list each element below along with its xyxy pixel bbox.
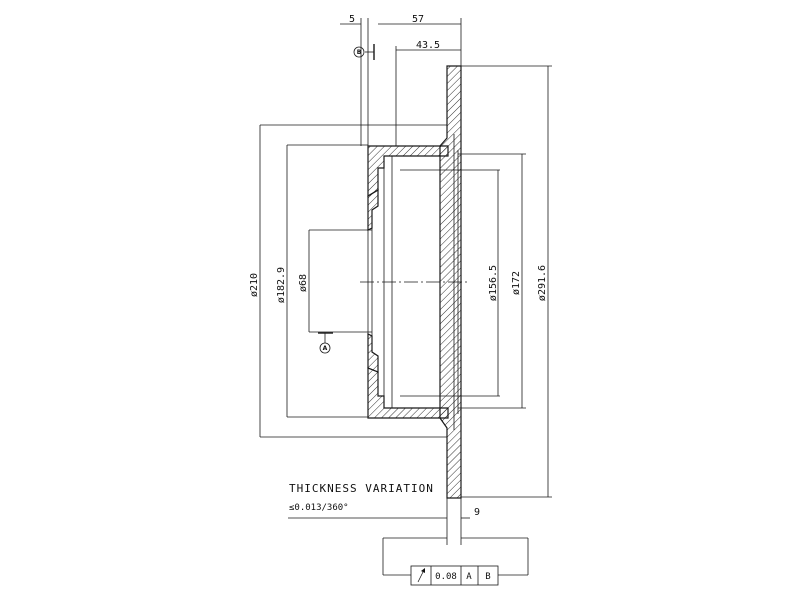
disc-cross-section <box>360 65 470 499</box>
thickness-dimension: 9 <box>288 498 480 545</box>
left-dimensions: ø210 ø182.9 ø68 A <box>249 124 447 438</box>
datum-a-label: A <box>323 345 328 352</box>
datum-a-circle <box>319 342 331 354</box>
dim-43-5: 43.5 <box>416 40 440 51</box>
note-value: ≤0.013/360° <box>289 503 349 513</box>
dim-dia-291-6: ø291.6 <box>537 265 548 301</box>
dim-57: 57 <box>412 14 424 25</box>
hat-bottom-wall <box>367 367 449 419</box>
runout-symbol-icon <box>417 568 425 583</box>
thickness-note: THICKNESS VARIATION ≤0.013/360° <box>289 482 434 513</box>
top-dimensions: 5 57 43.5 B <box>340 14 462 146</box>
dim-dia-210: ø210 <box>249 273 260 297</box>
tolerance-value: 0.08 <box>435 572 457 582</box>
note-title: THICKNESS VARIATION <box>289 482 434 495</box>
dim-5: 5 <box>349 14 355 25</box>
hat-face-upper <box>367 188 379 231</box>
dim-dia-182-9: ø182.9 <box>276 267 287 303</box>
dim-dia-172: ø172 <box>511 271 522 295</box>
runout-tolerance-frame: 0.08 A B <box>382 537 529 586</box>
hat-face-lower <box>367 333 379 373</box>
dim-dia-156-5: ø156.5 <box>488 265 499 301</box>
dim-dia-68: ø68 <box>298 274 309 292</box>
tolerance-frame-box <box>410 565 499 586</box>
datum-b-circle <box>353 46 365 58</box>
tolerance-datum-2: B <box>485 572 490 582</box>
hat-top-wall <box>367 145 449 198</box>
right-dimensions: ø156.5 ø172 ø291.6 <box>400 65 552 498</box>
tolerance-datum-1: A <box>466 572 472 582</box>
datum-b-label: B <box>357 49 362 56</box>
dim-9: 9 <box>474 507 480 518</box>
